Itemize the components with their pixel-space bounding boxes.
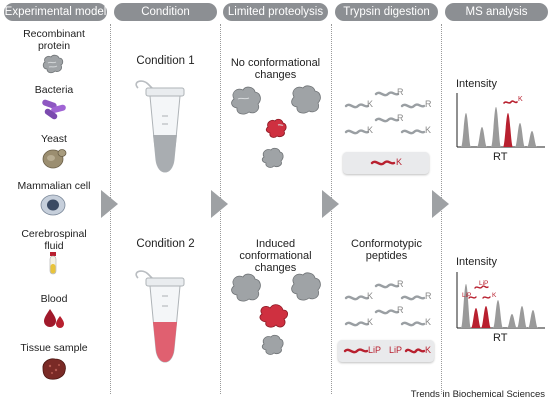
header-condition: Condition <box>114 3 217 21</box>
flow-arrow-icon-1 <box>101 190 118 218</box>
digestion-r-label: R <box>425 99 432 109</box>
digestion-k-label: K <box>425 125 432 135</box>
digestion-k-label: K <box>367 317 374 327</box>
digestion-r-label: R <box>397 305 404 315</box>
digestion-k-label: K <box>425 317 432 327</box>
digestion-k-red-label: K <box>425 345 432 355</box>
recombinant-protein-icon <box>42 54 64 74</box>
peptides-top-icon <box>344 91 426 135</box>
header-ms-analysis: MS analysis <box>445 3 548 21</box>
model-label-yeast: Yeast <box>41 133 67 145</box>
header-limited-proteolysis: Limited proteolysis <box>223 3 328 21</box>
digestion-bottom-label: Conformotypic peptides <box>351 238 422 262</box>
digestion-r-label: R <box>425 291 432 301</box>
protein-cluster-bottom-icon <box>231 272 321 355</box>
ms-k-label-bottom: K <box>492 292 497 299</box>
digestion-k-label: K <box>367 125 374 135</box>
tube-condition-1-icon <box>135 80 185 173</box>
ms-rt-label-bottom: RT <box>493 332 508 344</box>
header-experimental-model: Experimental model <box>4 3 107 21</box>
flow-arrow-icon-4 <box>432 190 449 218</box>
tube-condition-2-icon <box>135 270 185 363</box>
condition-1-label: Condition 1 <box>136 55 195 67</box>
ms-intensity-label-bottom: Intensity <box>456 256 497 268</box>
ms-lip-label-a: LiP <box>479 280 489 287</box>
digestion-r-label: R <box>397 113 404 123</box>
blood-drops-icon <box>44 309 64 328</box>
proteolysis-top-label: No conformational changes <box>230 57 321 81</box>
digestion-k-red-label: K <box>396 157 403 167</box>
flow-arrow-icon-3 <box>322 190 339 218</box>
ms-intensity-label-top: Intensity <box>456 78 497 90</box>
digestion-k-label: K <box>367 99 374 109</box>
digestion-r-label: R <box>397 279 404 289</box>
model-label-mammalian-cell: Mammalian cell <box>17 180 91 192</box>
red-peptide-lip-icon-1 <box>343 348 369 354</box>
red-peptide-icon <box>370 160 396 166</box>
proteolysis-bottom-label: Induced conformational changes <box>239 238 312 274</box>
red-peptide-lip-icon-2 <box>404 348 426 354</box>
digestion-r-label: R <box>397 87 404 97</box>
condition-2-label: Condition 2 <box>136 238 195 250</box>
peptides-bottom-icon <box>344 283 426 327</box>
header-trypsin-digestion: Trypsin digestion <box>335 3 438 21</box>
ms-rt-label-top: RT <box>493 151 508 163</box>
ms-spectrum-top <box>456 93 545 148</box>
bacteria-icon <box>42 99 66 120</box>
lip-label-2: LiP <box>389 345 403 355</box>
model-label-cerebrospinal-fluid: Cerebrospinal fluid <box>21 228 87 252</box>
ms-k-label-top: K <box>518 96 523 103</box>
lip-label-1: LiP <box>368 345 382 355</box>
model-label-recombinant-protein: Recombinant protein <box>23 28 85 52</box>
digestion-k-label: K <box>367 291 374 301</box>
model-label-bacteria: Bacteria <box>34 84 74 96</box>
csf-tube-icon <box>49 252 57 275</box>
highlighted-peptide-box-bottom <box>338 340 434 362</box>
protein-cluster-top-icon <box>231 85 321 168</box>
journal-footer: Trends in Biochemical Sciences <box>410 389 545 400</box>
model-label-blood: Blood <box>40 293 68 305</box>
tissue-sample-icon <box>42 358 66 380</box>
ms-spectrum-bottom <box>456 272 545 329</box>
ms-lip-label-b: LiP <box>462 292 472 299</box>
mammalian-cell-icon <box>40 194 66 216</box>
model-label-tissue-sample: Tissue sample <box>20 342 88 354</box>
flow-arrow-icon-2 <box>211 190 228 218</box>
yeast-icon <box>42 149 67 169</box>
